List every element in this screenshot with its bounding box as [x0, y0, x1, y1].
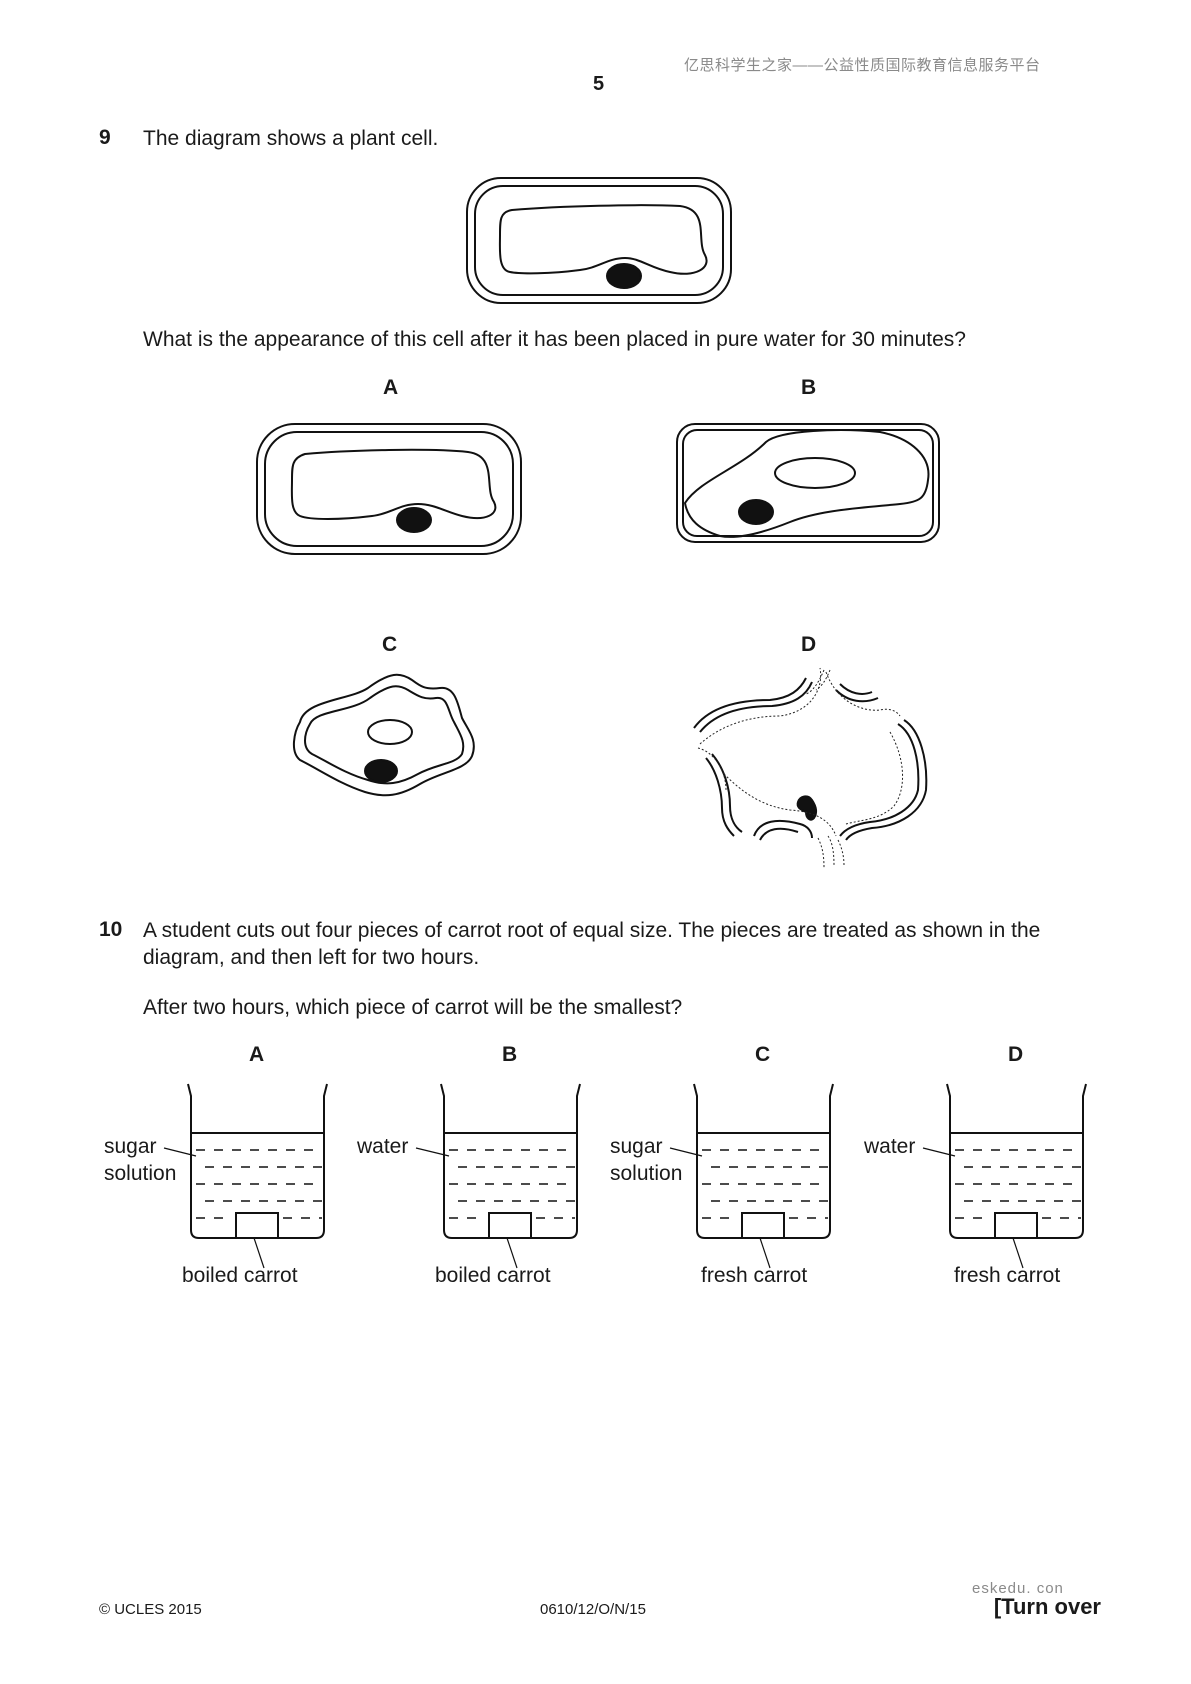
beaker-a	[187, 1083, 328, 1239]
option-b-cell	[676, 423, 940, 543]
beaker-b-liquid: water	[357, 1135, 409, 1158]
beaker-b-carrot-label: boiled carrot	[435, 1264, 551, 1287]
option-a-cell	[256, 423, 522, 555]
footer-paper-code: 0610/12/O/N/15	[540, 1601, 646, 1618]
question-9-prompt: What is the appearance of this cell afte…	[143, 328, 966, 351]
beaker-b-letter: B	[502, 1043, 518, 1066]
question-9-number: 9	[99, 126, 111, 149]
beaker-a-liquid-line-1: sugar	[104, 1135, 157, 1158]
beaker-c-carrot-label: fresh carrot	[701, 1264, 808, 1287]
beaker-b	[440, 1083, 581, 1239]
plant-cell-original	[466, 177, 732, 304]
beaker-c	[693, 1083, 834, 1239]
question-10-number: 10	[99, 918, 123, 941]
beaker-d-letter: D	[1008, 1043, 1024, 1066]
beaker-d	[946, 1083, 1087, 1239]
beaker-a-liquid-line-2: solution	[104, 1162, 177, 1185]
option-a-label: A	[383, 376, 399, 399]
beaker-c-liquid-line-2: solution	[610, 1162, 683, 1185]
beaker-c-liquid-line-1: sugar	[610, 1135, 663, 1158]
option-c-label: C	[382, 633, 398, 656]
option-b-label: B	[801, 376, 817, 399]
beaker-d-carrot-label: fresh carrot	[954, 1264, 1061, 1287]
turn-over: [Turn over	[993, 1594, 1101, 1619]
footer-copyright: © UCLES 2015	[99, 1601, 202, 1618]
q10-beakers	[187, 1083, 1087, 1239]
question-10-prompt: After two hours, which piece of carrot w…	[143, 996, 683, 1019]
beaker-a-carrot-label: boiled carrot	[182, 1264, 298, 1287]
option-d-label: D	[801, 633, 817, 656]
beaker-leader-lines	[163, 1147, 1024, 1269]
page-number: 5	[593, 73, 605, 95]
header-note: 亿思科学生之家——公益性质国际教育信息服务平台	[684, 57, 1041, 74]
beaker-liquid-dashes	[196, 1149, 1081, 1219]
option-d-dotted-membrane	[697, 667, 903, 869]
question-10-intro-line-2: diagram, and then left for two hours.	[143, 946, 480, 969]
beaker-d-liquid: water	[864, 1135, 916, 1158]
option-d-cell	[693, 677, 928, 841]
question-10-intro-line-1: A student cuts out four pieces of carrot…	[143, 919, 1041, 942]
option-c-cell	[293, 673, 475, 797]
footer-watermark: eskedu. con	[972, 1580, 1064, 1597]
beaker-c-letter: C	[755, 1043, 771, 1066]
question-9-intro: The diagram shows a plant cell.	[143, 127, 439, 150]
beaker-a-letter: A	[249, 1043, 265, 1066]
